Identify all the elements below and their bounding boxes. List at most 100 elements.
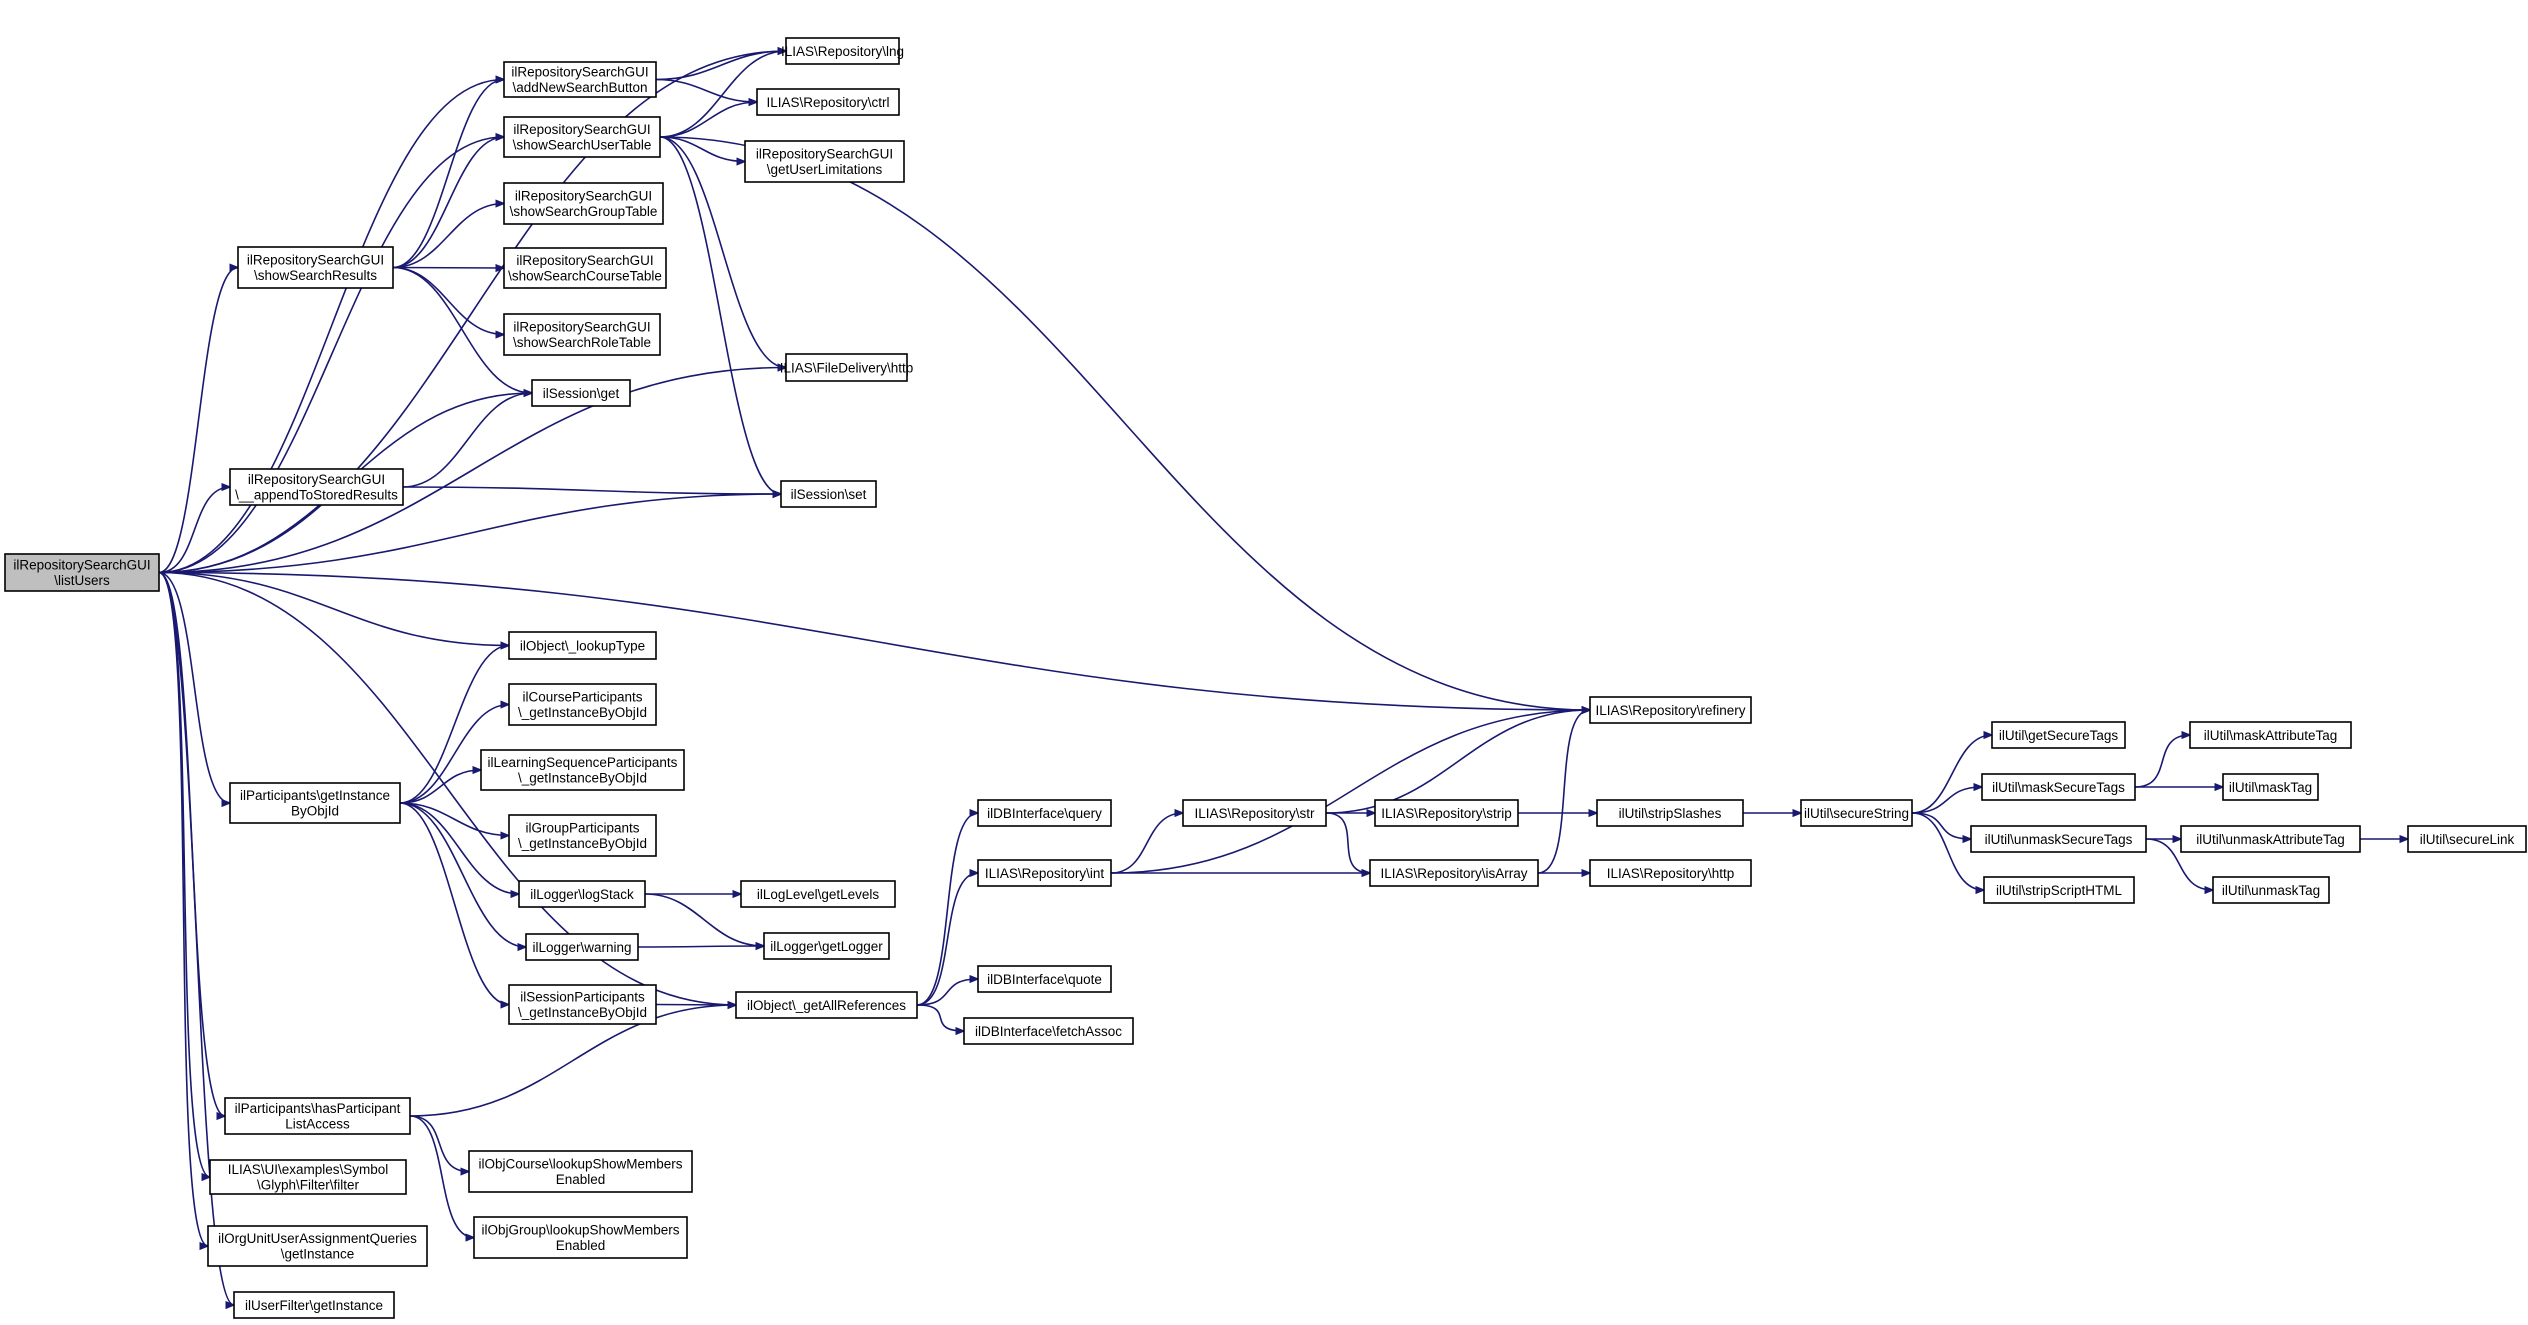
node-list-users[interactable]: ilRepositorySearchGUI\listUsers: [4, 553, 160, 592]
node-add-new-search-button[interactable]: ilRepositorySearchGUI\addNewSearchButton: [503, 61, 657, 98]
node-label-line: ilUtil\stripScriptHTML: [1996, 883, 2123, 898]
node-label-line: \__appendToStoredResults: [235, 488, 398, 503]
edge-show-search-user-table-to-lng: [659, 51, 786, 138]
edge-list-users-to-get-all-references: [158, 571, 736, 1006]
edge-list-users-to-show-search-user-table: [158, 137, 504, 574]
node-get-levels[interactable]: ilLogLevel\getLevels: [740, 880, 896, 908]
node-strip-script-html[interactable]: ilUtil\stripScriptHTML: [1983, 876, 2135, 904]
edge-mask-secure-tags-to-mask-attribute-tag: [2134, 735, 2190, 788]
edge-show-search-user-table-to-fd-http: [659, 136, 786, 368]
edge-list-users-to-refinery: [158, 571, 1590, 711]
node-label-line: \_getInstanceByObjId: [518, 771, 647, 786]
node-label-line: \showSearchRoleTable: [513, 335, 651, 350]
edge-has-participant-list-access-to-course-lookup-show-members: [409, 1115, 469, 1172]
edge-part-get-instance-to-group-participants: [399, 802, 509, 836]
node-refinery[interactable]: ILIAS\Repository\refinery: [1589, 696, 1752, 724]
node-ctrl[interactable]: ILIAS\Repository\ctrl: [756, 88, 900, 116]
node-fd-http[interactable]: ILIAS\FileDelivery\http: [780, 353, 914, 382]
node-box: [508, 631, 657, 660]
node-label-line: ilSession\set: [791, 487, 867, 502]
node-secure-link[interactable]: ilUtil\secureLink: [2407, 825, 2527, 853]
node-session-participants[interactable]: ilSessionParticipants\_getInstanceByObjI…: [508, 984, 657, 1025]
edge-show-search-results-to-show-search-user-table: [392, 137, 504, 269]
edge-list-users-to-org-unit-queries: [158, 571, 208, 1247]
node-user-filter[interactable]: ilUserFilter\getInstance: [233, 1291, 395, 1319]
node-label-line: ILIAS\FileDelivery\http: [780, 360, 914, 375]
node-label-line: ilLogLevel\getLevels: [757, 887, 880, 902]
node-get-all-references[interactable]: ilObject\_getAllReferences: [735, 991, 918, 1019]
node-repo-int[interactable]: ILIAS\Repository\int: [977, 859, 1112, 887]
edge-get-all-references-to-query: [916, 813, 978, 1006]
node-label-line: ilUtil\unmaskSecureTags: [1985, 832, 2133, 847]
node-label-line: \showSearchGroupTable: [510, 204, 658, 219]
node-quote[interactable]: ilDBInterface\quote: [977, 965, 1112, 993]
node-box: [473, 1216, 688, 1259]
node-label-line: ILIAS\Repository\strip: [1381, 806, 1512, 821]
node-course-participants[interactable]: ilCourseParticipants\_getInstanceByObjId: [508, 683, 657, 726]
node-repo-strip[interactable]: ILIAS\Repository\strip: [1374, 799, 1519, 827]
node-label-line: ILIAS\Repository\http: [1607, 866, 1735, 881]
node-unmask-tag[interactable]: ilUtil\unmaskTag: [2212, 876, 2330, 904]
node-mask-tag[interactable]: ilUtil\maskTag: [2222, 773, 2319, 801]
edge-part-get-instance-to-log-stack: [399, 802, 519, 894]
node-box: [209, 1159, 407, 1195]
node-box: [1970, 825, 2147, 853]
node-label-line: ilRepositorySearchGUI: [756, 147, 893, 162]
node-get-logger[interactable]: ilLogger\getLogger: [763, 932, 890, 960]
node-sess-set[interactable]: ilSession\set: [780, 480, 877, 508]
node-repo-str[interactable]: ILIAS\Repository\str: [1182, 799, 1327, 827]
node-label-line: ilObject\_lookupType: [520, 638, 645, 653]
node-box: [503, 313, 661, 356]
node-part-get-instance[interactable]: ilParticipants\getInstanceByObjId: [229, 782, 401, 824]
node-lng[interactable]: ILIAS\Repository\lng: [781, 37, 904, 65]
node-lookup-type[interactable]: ilObject\_lookupType: [508, 631, 657, 660]
node-get-secure-tags[interactable]: ilUtil\getSecureTags: [1991, 721, 2126, 749]
edge-list-users-to-user-filter: [158, 571, 234, 1306]
edge-repo-int-to-refinery: [1110, 710, 1590, 874]
node-unmask-attribute-tag[interactable]: ilUtil\unmaskAttributeTag: [2180, 825, 2361, 853]
node-repo-is-array[interactable]: ILIAS\Repository\isArray: [1369, 859, 1539, 887]
node-glyph-filter[interactable]: ILIAS\UI\examples\Symbol\Glyph\Filter\fi…: [209, 1159, 407, 1195]
node-box: [785, 353, 908, 382]
edge-secure-string-to-unmask-secure-tags: [1911, 812, 1971, 839]
node-fetch-assoc[interactable]: ilDBInterface\fetchAssoc: [963, 1017, 1134, 1045]
node-group-participants[interactable]: ilGroupParticipants\_getInstanceByObjId: [508, 814, 657, 857]
node-strip-slashes[interactable]: ilUtil\stripSlashes: [1596, 799, 1744, 827]
node-label-line: ilParticipants\getInstance: [240, 788, 390, 803]
node-ls-participants[interactable]: ilLearningSequenceParticipants\_getInsta…: [480, 749, 685, 791]
node-append-to-stored-results[interactable]: ilRepositorySearchGUI\__appendToStoredRe…: [229, 468, 404, 506]
node-label-line: ilUtil\unmaskTag: [2222, 883, 2320, 898]
node-show-search-results[interactable]: ilRepositorySearchGUI\showSearchResults: [237, 246, 394, 289]
node-org-unit-queries[interactable]: ilOrgUnitUserAssignmentQueries\getInstan…: [207, 1225, 428, 1267]
node-show-search-user-table[interactable]: ilRepositorySearchGUI\showSearchUserTabl…: [503, 116, 661, 158]
node-label-line: ilRepositorySearchGUI: [248, 472, 385, 487]
node-box: [1374, 799, 1519, 827]
node-show-search-role-table[interactable]: ilRepositorySearchGUI\showSearchRoleTabl…: [503, 313, 661, 356]
node-mask-secure-tags[interactable]: ilUtil\maskSecureTags: [1981, 773, 2136, 801]
node-label-line: ilCourseParticipants: [522, 690, 642, 705]
node-show-search-group-table[interactable]: ilRepositorySearchGUI\showSearchGroupTab…: [503, 182, 664, 225]
node-log-stack[interactable]: ilLogger\logStack: [518, 880, 646, 908]
node-label-line: \getUserLimitations: [767, 162, 883, 177]
node-show-search-course-table[interactable]: ilRepositorySearchGUI\showSearchCourseTa…: [503, 247, 667, 289]
node-unmask-secure-tags[interactable]: ilUtil\unmaskSecureTags: [1970, 825, 2147, 853]
node-box: [780, 480, 877, 508]
node-secure-string[interactable]: ilUtil\secureString: [1800, 799, 1913, 827]
node-mask-attribute-tag[interactable]: ilUtil\maskAttributeTag: [2189, 721, 2352, 749]
node-label-line: ilSessionParticipants: [520, 990, 645, 1005]
node-box: [1596, 799, 1744, 827]
node-label-line: ilUtil\secureLink: [2420, 832, 2515, 847]
node-get-user-limitations[interactable]: ilRepositorySearchGUI\getUserLimitations: [744, 140, 905, 183]
node-box: [963, 1017, 1134, 1045]
node-label-line: ilRepositorySearchGUI: [513, 320, 650, 335]
node-sess-get[interactable]: ilSession\get: [531, 379, 631, 407]
node-warning[interactable]: ilLogger\warning: [525, 933, 639, 961]
node-query[interactable]: ilDBInterface\query: [977, 799, 1112, 827]
node-label-line: ilUtil\maskSecureTags: [1992, 780, 2125, 795]
node-repo-http[interactable]: ILIAS\Repository\http: [1589, 859, 1752, 887]
edge-get-all-references-to-fetch-assoc: [916, 1004, 964, 1031]
